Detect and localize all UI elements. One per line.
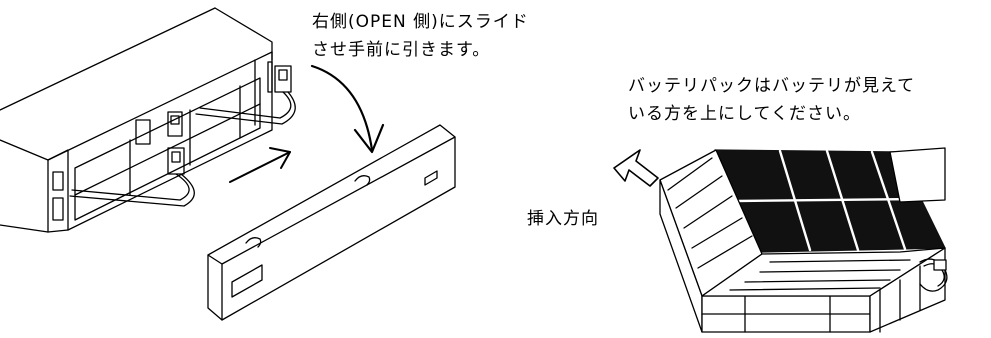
slide-instruction-line-2: させ手前に引きます。 <box>312 40 491 60</box>
battery-orientation-line-1: バッテリパックはバッテリが見えて <box>628 76 916 96</box>
slide-instruction-line-1: 右側(OPEN 側)にスライド <box>312 12 529 32</box>
front-cover-panel <box>207 124 456 321</box>
battery-connector-lower <box>69 119 195 207</box>
battery-pack <box>659 147 946 333</box>
battery-lead-wire <box>919 258 948 292</box>
insert-direction-label: 挿入方向 <box>527 209 599 229</box>
battery-orientation-line-2: いる方を上にしてください。 <box>628 104 861 124</box>
battery-orientation-caption: バッテリパックはバッテリが見えて いる方を上にしてください。 <box>628 72 915 128</box>
straight-arrow-icon <box>229 147 291 183</box>
hollow-arrow-icon <box>613 149 659 187</box>
battery-connector-upper <box>167 65 296 137</box>
bay-right-partition <box>254 59 273 126</box>
slide-instruction-caption: 右側(OPEN 側)にスライド させ手前に引きます。 <box>312 8 529 64</box>
ups-chassis <box>0 7 273 233</box>
curved-arrow-icon <box>310 64 385 154</box>
